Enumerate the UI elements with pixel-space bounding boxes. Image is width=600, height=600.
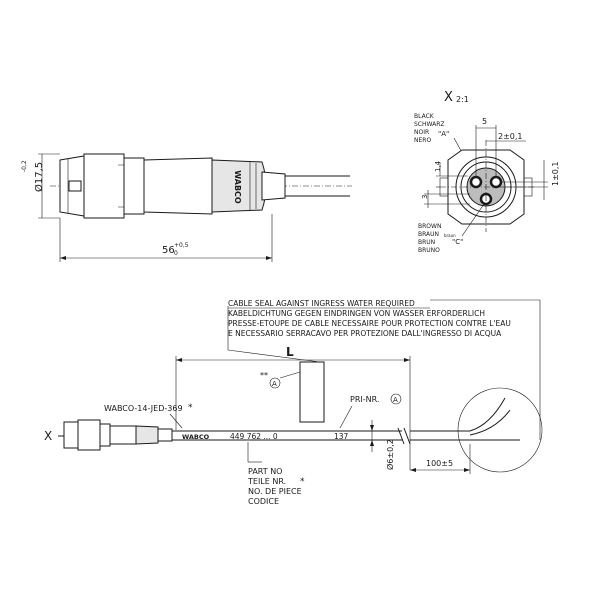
dia-6-label: Ø6±0,2 [385, 439, 395, 470]
part-no-2: TEILE NR. [247, 477, 286, 486]
dim-L: L [286, 345, 294, 359]
color-a-2: SCHWARZ [414, 121, 445, 128]
dim-1: 1±0,1 [551, 161, 560, 186]
svg-text:NO. DE PIECE: NO. DE PIECE [248, 487, 302, 496]
svg-text:NOIR: NOIR [414, 129, 429, 136]
svg-text:KABELDICHTUNG GEGEN EINDRINGEN: KABELDICHTUNG GEGEN EINDRINGEN VON WASSE… [228, 309, 485, 318]
dim-5: 5 [482, 117, 487, 126]
main-body [143, 157, 213, 215]
svg-text:PART NO: PART NO [248, 467, 282, 476]
pin-c-label: "C" [452, 238, 463, 246]
color-c-1: BROWN [418, 223, 441, 230]
svg-text:TEILE NR.: TEILE NR. [247, 477, 286, 486]
svg-text:CODICE: CODICE [248, 497, 279, 506]
color-c-small: braun [444, 233, 456, 238]
svg-text:SCHWARZ: SCHWARZ [414, 121, 445, 128]
diameter-tolerance: -0,2 [21, 160, 28, 172]
cable-brand: WABCO [182, 433, 210, 441]
part-number: 449 762 ... 0 [230, 432, 278, 441]
note-line-2: KABELDICHTUNG GEGEN EINDRINGEN VON WASSE… [228, 309, 485, 318]
length-label: 56 [162, 245, 175, 256]
detail-x-view: X 2:1 BLACK SCHWARZ NOIR NERO "A" 5 2±0,… [414, 90, 560, 254]
svg-text:BRUN: BRUN [418, 239, 435, 246]
bottom-assembly-view: CABLE SEAL AGAINST INGRESS WATER REQUIRE… [44, 299, 543, 506]
svg-text:BRAUN: BRAUN [418, 231, 439, 238]
length-tol-upper: +0,5 [174, 242, 189, 249]
color-c-3: BRUN [418, 239, 435, 246]
small-nut [77, 419, 101, 451]
color-c-4: BRUNO [418, 247, 440, 254]
note-line-4: E NECESSARIO SERRACAVO PER PROTEZIONE DA… [228, 329, 502, 338]
dim-14: 1,4 [434, 160, 442, 172]
note-line-1: CABLE SEAL AGAINST INGRESS WATER REQUIRE… [228, 299, 415, 308]
star-2: * [300, 477, 305, 487]
detail-scale: 2:1 [456, 95, 469, 104]
circle-a-2: A [393, 396, 398, 404]
length-tol-lower: 0 [174, 250, 178, 257]
connector-brand: WABCO [233, 170, 242, 204]
part-no-1: PART NO [248, 467, 282, 476]
strain-relief [261, 171, 286, 201]
small-body [109, 425, 137, 445]
part-no-4: CODICE [248, 497, 279, 506]
color-a-3: NOIR [414, 129, 429, 136]
pin-a-label: "A" [438, 130, 449, 138]
detail-circle [457, 387, 543, 473]
pin-b [489, 175, 503, 189]
wire-up [469, 397, 506, 432]
dim-3: 3 [421, 195, 429, 199]
detail-title: X [444, 90, 453, 105]
top-connector-view: WABCO Ø17,5 -0,2 56 +0,5 0 [21, 153, 352, 262]
small-relief [157, 428, 173, 442]
cable-code: 137 [334, 432, 349, 441]
note-line-3: PRESSE-ETOUPE DE CABLE NECESSAIRE POUR P… [228, 319, 511, 328]
small-plug-front [63, 421, 79, 449]
color-c-2: BRAUN [418, 231, 439, 238]
svg-text:CABLE SEAL AGAINST INGRESS WAT: CABLE SEAL AGAINST INGRESS WATER REQUIRE… [228, 299, 415, 308]
coupling-nut [83, 153, 125, 219]
svg-text:E NECESSARIO SERRACAVO PER PRO: E NECESSARIO SERRACAVO PER PROTEZIONE DA… [228, 329, 502, 338]
small-grip [135, 425, 159, 445]
part-no-3: NO. DE PIECE [248, 487, 302, 496]
diameter-label: Ø17,5 [33, 162, 45, 192]
dim-2: 2±0,1 [498, 132, 523, 141]
svg-text:BRUNO: BRUNO [418, 247, 440, 254]
double-star: ** [260, 371, 268, 380]
svg-text:BROWN: BROWN [418, 223, 441, 230]
svg-text:NERO: NERO [414, 137, 431, 144]
coupling-ring [123, 157, 145, 215]
pri-nr: PRI-NR. [350, 395, 379, 404]
x-arrow-label: X [44, 429, 52, 443]
latch-window [68, 180, 82, 192]
circle-a-1: A [272, 380, 277, 388]
color-a-1: BLACK [414, 113, 435, 120]
star-1: * [188, 403, 193, 413]
pin-a [469, 175, 483, 189]
wabco-code: WABCO-14-JED-369 [104, 404, 183, 413]
svg-text:BLACK: BLACK [414, 113, 435, 120]
dim-100: 100±5 [426, 459, 453, 468]
color-a-4: NERO [414, 137, 431, 144]
svg-text:PRESSE-ETOUPE DE CABLE NECESSA: PRESSE-ETOUPE DE CABLE NECESSAIRE POUR P… [228, 319, 511, 328]
seal-marker [299, 361, 325, 423]
small-ring [99, 423, 111, 447]
